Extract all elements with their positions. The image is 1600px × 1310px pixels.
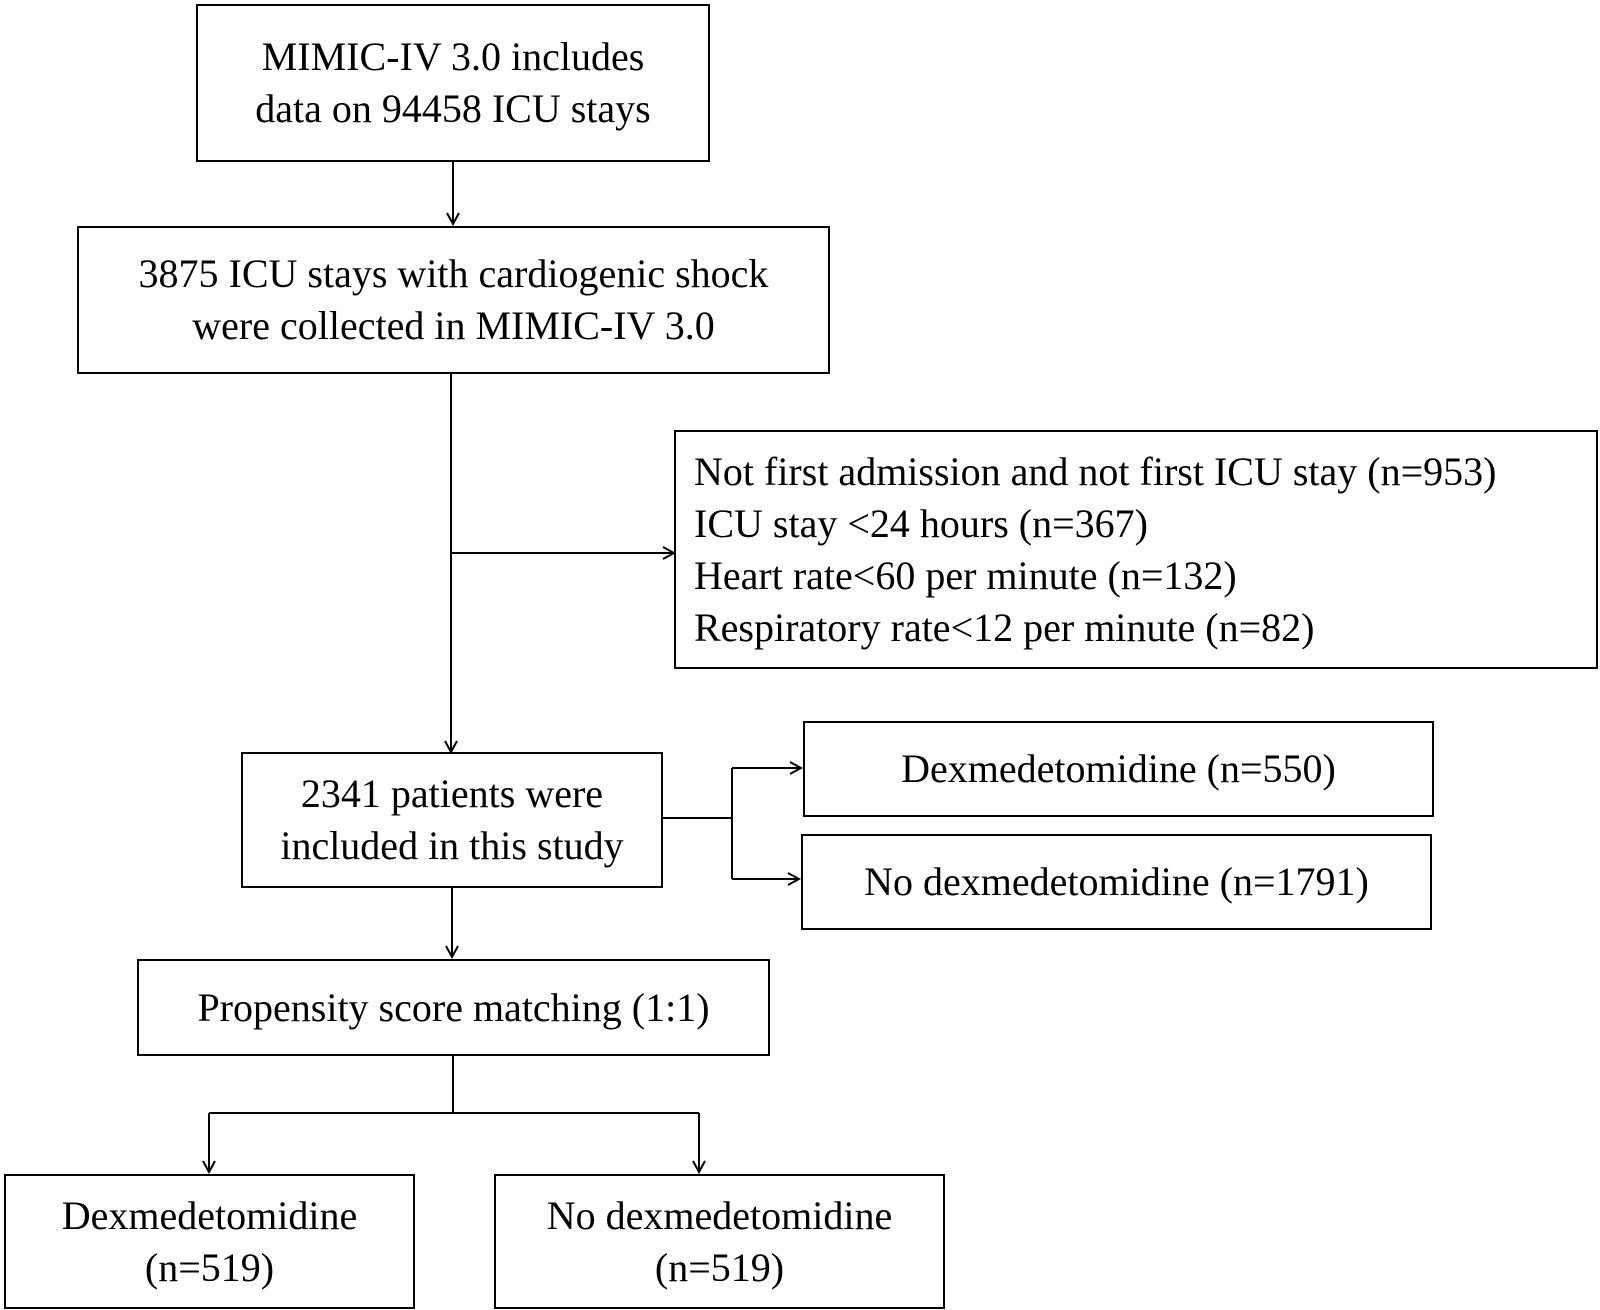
matched-nodex-box: No dexmedetomidine (n=519) bbox=[494, 1174, 945, 1309]
exclusion-item: Respiratory rate<12 per minute (n=82) bbox=[694, 604, 1315, 650]
nodex-group-box: No dexmedetomidine (n=1791) bbox=[801, 834, 1432, 930]
source-box: MIMIC-IV 3.0 includes data on 94458 ICU … bbox=[196, 4, 710, 162]
exclusion-item: Not first admission and not first ICU st… bbox=[694, 448, 1497, 494]
included-line-2: included in this study bbox=[280, 823, 624, 868]
matched-dex-line-1: Dexmedetomidine bbox=[61, 1192, 358, 1238]
collected-box: 3875 ICU stays with cardiogenic shock we… bbox=[77, 226, 830, 374]
included-box: 2341 patients were included in this stud… bbox=[241, 752, 663, 888]
collected-line-2: were collected in MIMIC-IV 3.0 bbox=[192, 303, 715, 348]
source-line-1: MIMIC-IV 3.0 includes bbox=[261, 34, 645, 79]
nodex-group-label: No dexmedetomidine (n=1791) bbox=[864, 859, 1369, 904]
exclusion-item: ICU stay <24 hours (n=367) bbox=[694, 500, 1148, 546]
exclusion-item: Heart rate<60 per minute (n=132) bbox=[694, 552, 1237, 598]
dex-group-label: Dexmedetomidine (n=550) bbox=[901, 746, 1336, 791]
matched-dex-line-2: (n=519) bbox=[144, 1244, 275, 1290]
matched-nodex-line-2: (n=519) bbox=[654, 1244, 785, 1290]
matched-nodex-line-1: No dexmedetomidine bbox=[546, 1192, 893, 1238]
included-line-1: 2341 patients were bbox=[300, 771, 604, 816]
matched-dex-box: Dexmedetomidine (n=519) bbox=[4, 1174, 415, 1309]
source-line-2: data on 94458 ICU stays bbox=[255, 86, 651, 131]
psm-box: Propensity score matching (1:1) bbox=[137, 959, 770, 1056]
dex-group-box: Dexmedetomidine (n=550) bbox=[803, 721, 1434, 817]
exclusion-box: Not first admission and not first ICU st… bbox=[674, 430, 1598, 669]
psm-label: Propensity score matching (1:1) bbox=[197, 984, 710, 1030]
collected-line-1: 3875 ICU stays with cardiogenic shock bbox=[138, 251, 769, 296]
